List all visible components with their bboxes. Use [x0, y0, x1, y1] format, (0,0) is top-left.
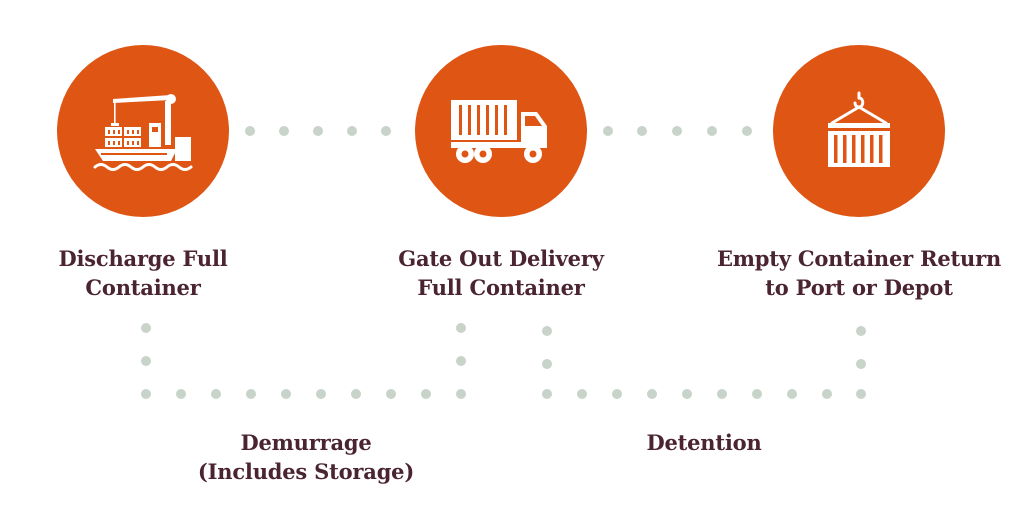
step-label-line2: Full Container	[417, 275, 585, 300]
period-label-line1: Demurrage	[240, 430, 372, 455]
step-label-line1: Empty Container Return	[716, 246, 1002, 271]
detention-bracket-dot	[682, 389, 692, 399]
connector-dot-step2-step3	[672, 126, 682, 136]
demurrage-bracket-dot	[141, 356, 151, 366]
step-circle-empty-return	[773, 45, 945, 217]
detention-bracket-dot	[647, 389, 657, 399]
detention-bracket-dot	[542, 326, 552, 336]
demurrage-bracket-dot	[316, 389, 326, 399]
connector-dot-step2-step3	[707, 126, 717, 136]
detention-bracket-dot	[542, 359, 552, 369]
step-label-empty-return: Empty Container Return to Port or Depot	[699, 244, 1019, 302]
hoisted-container-icon	[828, 91, 890, 167]
connector-dot-step2-step3	[637, 126, 647, 136]
demurrage-bracket-dot	[141, 389, 151, 399]
connector-dot-step1-step2	[313, 126, 323, 136]
period-label-demurrage: Demurrage (Includes Storage)	[176, 428, 436, 486]
step-label-line1: Gate Out Delivery	[398, 246, 604, 271]
connector-dot-step2-step3	[603, 126, 613, 136]
detention-bracket-dot	[822, 389, 832, 399]
step-circle-gate-out	[415, 45, 587, 217]
step-circle-discharge	[57, 45, 229, 217]
period-label-detention: Detention	[584, 428, 824, 457]
step-label-line2: Container	[85, 275, 201, 300]
step-label-line2: to Port or Depot	[765, 275, 953, 300]
demurrage-bracket-dot	[351, 389, 361, 399]
demurrage-bracket-dot	[421, 389, 431, 399]
demurrage-bracket-dot	[176, 389, 186, 399]
step-label-line1: Discharge Full	[58, 246, 228, 271]
detention-bracket-dot	[856, 359, 866, 369]
detention-bracket-dot	[856, 389, 866, 399]
ship-crane-icon	[93, 94, 193, 171]
detention-bracket-dot	[787, 389, 797, 399]
connector-dot-step1-step2	[245, 126, 255, 136]
connector-dot-step2-step3	[742, 126, 752, 136]
demurrage-bracket-dot	[456, 389, 466, 399]
demurrage-bracket-dot	[456, 356, 466, 366]
demurrage-bracket-dot	[141, 323, 151, 333]
demurrage-bracket-dot	[246, 389, 256, 399]
detention-bracket-dot	[752, 389, 762, 399]
connector-dot-step1-step2	[279, 126, 289, 136]
container-truck-icon	[451, 100, 547, 163]
step-label-discharge: Discharge Full Container	[23, 244, 263, 302]
step-label-gate-out: Gate Out Delivery Full Container	[371, 244, 631, 302]
demurrage-bracket-dot	[211, 389, 221, 399]
detention-bracket-dot	[856, 326, 866, 336]
demurrage-bracket-dot	[456, 323, 466, 333]
period-label-line1: Detention	[646, 430, 762, 455]
connector-dot-step1-step2	[347, 126, 357, 136]
detention-bracket-dot	[542, 389, 552, 399]
demurrage-bracket-dot	[281, 389, 291, 399]
period-label-line2: (Includes Storage)	[197, 459, 415, 484]
detention-bracket-dot	[717, 389, 727, 399]
connector-dot-step1-step2	[381, 126, 391, 136]
demurrage-bracket-dot	[386, 389, 396, 399]
detention-bracket-dot	[612, 389, 622, 399]
detention-bracket-dot	[577, 389, 587, 399]
